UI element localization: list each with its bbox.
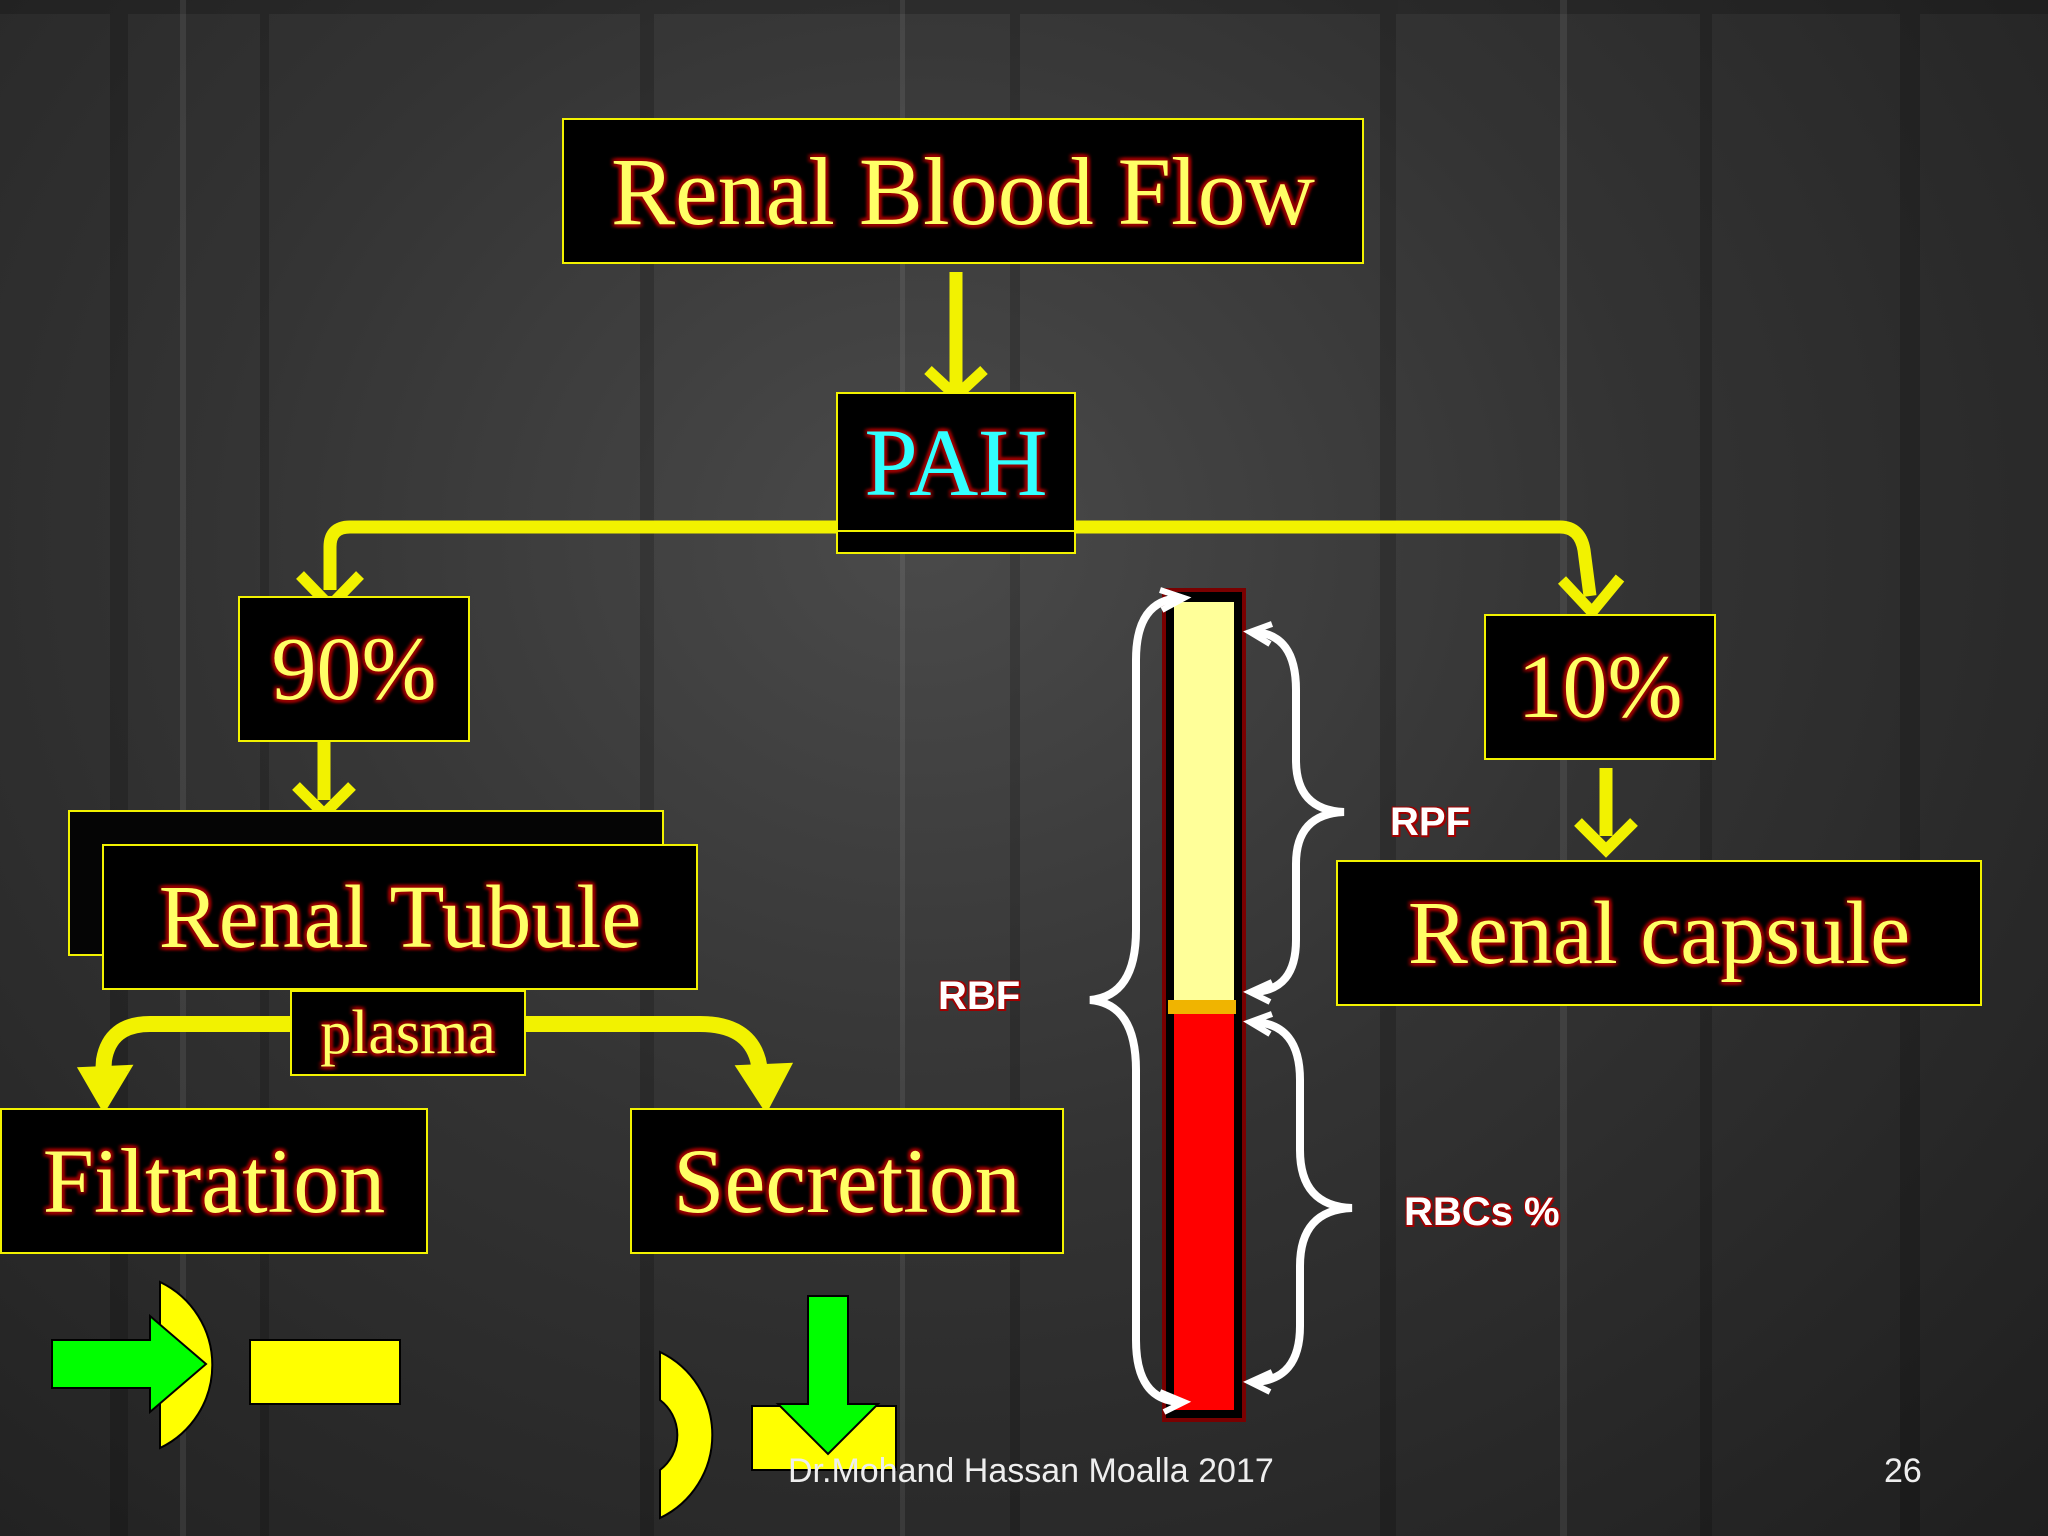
pah-label: PAH <box>864 408 1048 516</box>
footer-author: Dr.Mohand Hassan Moalla 2017 <box>788 1452 1274 1490</box>
ten-percent-box: 10% <box>1484 614 1716 760</box>
rbcs-label: RBCs % <box>1404 1190 1560 1234</box>
filtration-label: Filtration <box>42 1130 386 1232</box>
renal-blood-flow-title: Renal Blood Flow <box>610 137 1315 245</box>
ten-percent-label: 10% <box>1517 637 1683 737</box>
pah-box: PAH <box>836 392 1076 532</box>
renal-capsule-label: Renal capsule <box>1407 883 1911 983</box>
filtration-box: Filtration <box>0 1108 428 1254</box>
plasma-box: plasma <box>290 990 526 1076</box>
secretion-label: Secretion <box>673 1130 1021 1232</box>
slide-number: 26 <box>1884 1452 1922 1490</box>
renal-tubule-label: Renal Tubule <box>158 867 642 967</box>
ninety-percent-box: 90% <box>238 596 470 742</box>
plasma-label: plasma <box>320 998 496 1067</box>
rbf-label: RBF <box>938 974 1021 1018</box>
renal-capsule-box: Renal capsule <box>1336 860 1982 1006</box>
secretion-box: Secretion <box>630 1108 1064 1254</box>
renal-tubule-box: Renal Tubule <box>102 844 698 990</box>
ninety-percent-label: 90% <box>271 619 437 719</box>
renal-blood-flow-box: Renal Blood Flow <box>562 118 1364 264</box>
rpf-label: RPF <box>1390 800 1470 844</box>
